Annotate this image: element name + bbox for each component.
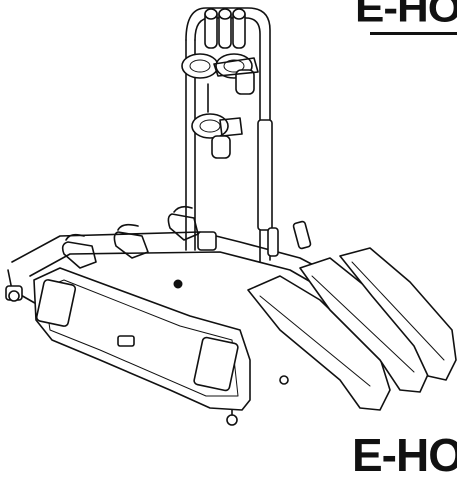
- brand-title-underline: [370, 32, 457, 35]
- wheel-holders-left: [61, 205, 217, 289]
- tow-bar-coupling: [5, 285, 23, 302]
- frame-clamp-heads: [181, 53, 259, 159]
- number-plate-housing: [33, 267, 251, 426]
- bike-carrier-illustration: [5, 7, 457, 426]
- carrier-mast: [185, 7, 273, 263]
- frame-clamp-arms: [204, 8, 246, 49]
- wheel-trays-right: [247, 220, 457, 411]
- brand-title-top: E-HO: [355, 0, 457, 31]
